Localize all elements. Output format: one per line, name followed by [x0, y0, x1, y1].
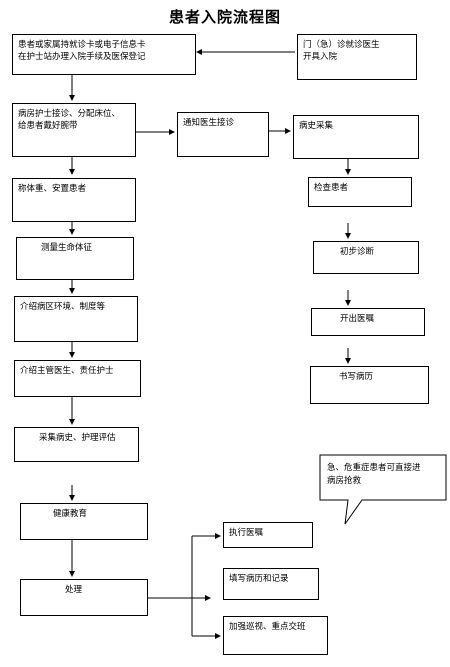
node-issue-orders: 开出医嘱 [311, 308, 425, 336]
node-weigh-and-settle: 称体重、安置患者 [12, 178, 136, 222]
node-handling: 处理 [20, 579, 148, 616]
node-initial-diagnosis: 初步诊断 [313, 241, 419, 274]
node-examine-patient: 检查患者 [308, 177, 412, 207]
node-ward-nurse-reception: 病房护士接诊、分配床位、 给患者戴好腕带 [12, 103, 136, 157]
node-ward-introduction: 介绍病区环境、制度等 [14, 296, 138, 342]
node-history-collection: 病史采集 [293, 115, 419, 159]
node-health-education: 健康教育 [20, 503, 148, 540]
diagram-title: 患者入院流程图 [168, 8, 281, 26]
node-nursing-assessment: 采集病史、护理评估 [14, 427, 139, 462]
node-execute-orders: 执行医嘱 [223, 522, 313, 548]
node-write-record: 书写病历 [310, 366, 429, 404]
node-doctor-admission-order: 门（急）诊就诊医生 开具入院 [297, 34, 417, 80]
node-rounds-handover: 加强巡视、重点交班 [223, 616, 328, 655]
node-vital-signs: 测量生命体征 [16, 237, 134, 280]
node-introduce-staff: 介绍主管医生、责任护士 [14, 360, 141, 397]
node-fill-records: 填写病历和记录 [223, 568, 319, 600]
callout-emergency-text: 急、危重症患者可直接进 病房抢救 [327, 463, 421, 486]
node-notify-doctor: 通知医生接诊 [177, 112, 269, 157]
node-admission-registration: 患者或家属持就诊卡或电子信息卡 在护士站办理入院手续及医保登记 [12, 34, 196, 75]
